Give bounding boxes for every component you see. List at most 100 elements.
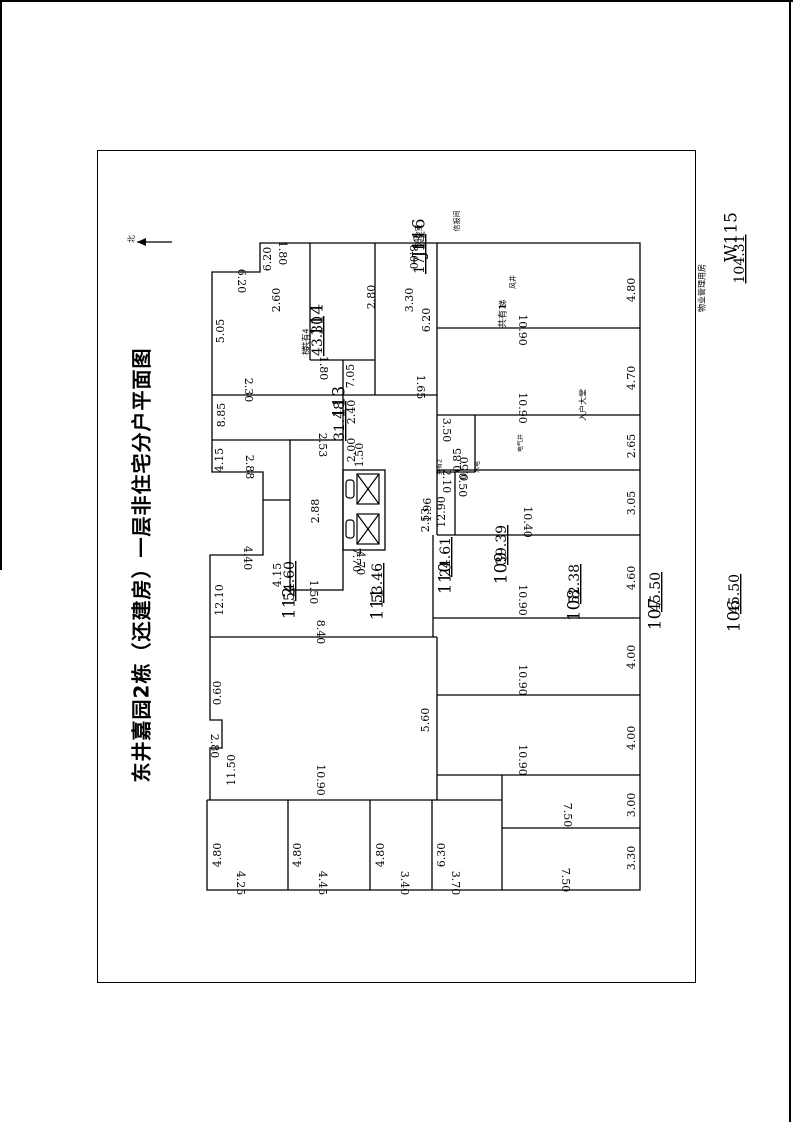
page-edge-top (0, 0, 793, 2)
dimension-label: 0.50 (458, 457, 471, 482)
drawing-frame (97, 150, 696, 983)
room-label-shared4: 共有4 (301, 328, 311, 349)
elevator-b (356, 513, 380, 545)
dimension-label: 3.40 (398, 871, 411, 896)
unit-area-106: 45.50 (727, 574, 743, 614)
room-label-fire-room: 消控室 (414, 225, 423, 246)
room-label-shared2: 共有2 (436, 459, 444, 475)
dimension-label: 2.40 (345, 400, 358, 425)
dimension-label: 2.10 (440, 469, 453, 494)
dimension-label: 8.40 (314, 620, 327, 645)
dimension-label: 2.88 (309, 499, 322, 524)
dimension-label: 3.30 (625, 846, 638, 871)
dimension-label: 3.50 (440, 418, 453, 443)
dimension-label: 0.60 (211, 681, 224, 706)
unit-number-111: 111 (368, 588, 388, 620)
dimension-label: 5.60 (419, 708, 432, 733)
dimension-label: 5.05 (214, 319, 227, 344)
dimension-label: 2.88 (243, 455, 256, 480)
unit-area-108: 52.38 (567, 564, 583, 604)
unit-number-113: 113 (330, 386, 350, 418)
dimension-label: 4.70 (354, 551, 367, 576)
room-label-mailbox: 信报间 (452, 211, 461, 232)
dimension-label: 7.05 (344, 364, 357, 389)
unit-area-111: 53.46 (370, 563, 386, 603)
dimension-label: 1.50 (353, 443, 366, 468)
unit-number-108: 108 (565, 589, 585, 621)
dimension-label: 4.80 (625, 278, 638, 303)
dimension-label: 3.00 (625, 793, 638, 818)
dimension-label: 7.50 (559, 868, 572, 893)
room-label-vent: 风井 (508, 275, 517, 289)
dimension-label: 2.30 (242, 378, 255, 403)
unit-area-110: 24.61 (438, 537, 454, 577)
dimension-label: 10.90 (516, 584, 529, 616)
dimension-label: 2.65 (625, 434, 638, 459)
unit-area-J116: 17.13 (412, 234, 428, 274)
dimension-label: 4.00 (625, 645, 638, 670)
dimension-label: 10.90 (516, 744, 529, 776)
dimension-label: 1.50 (307, 580, 320, 605)
dimension-label: 6.20 (261, 247, 274, 272)
dimension-label: 4.15 (213, 448, 226, 473)
room-label-property-mgmt: 物业管理用房 (697, 264, 707, 312)
dimension-label: 4.40 (241, 546, 254, 571)
unit-area-107: 45.50 (648, 572, 664, 612)
dimension-label: 0.50 (456, 473, 469, 498)
page-edge-right (789, 0, 791, 1122)
dimension-label: 4.00 (625, 726, 638, 751)
unit-area-109: 39.39 (494, 525, 510, 565)
dimension-label: 3.05 (625, 491, 638, 516)
dimension-label: 4.25 (234, 871, 247, 896)
unit-area-113: 31.48 (332, 401, 348, 441)
dimension-label: 4.15 (271, 563, 284, 588)
dimension-label: 4.80 (374, 843, 387, 868)
dimension-label: 8.00 (407, 245, 420, 270)
room-label-water-elec: 水电 (474, 461, 482, 473)
dimension-label: 7.50 (561, 803, 574, 828)
room-label-shared1: 共有1 (497, 304, 509, 328)
room-label-stair-4: 梯 (301, 347, 311, 355)
unit-area-W115: 104.31 (732, 235, 748, 284)
elevators (345, 473, 380, 545)
unit-area-114: 43.30 (310, 316, 326, 356)
dimension-label: 3.30 (403, 288, 416, 313)
unit-number-114: 114 (308, 304, 328, 336)
dimension-label: 1.65 (414, 375, 427, 400)
dimension-label: 2.80 (365, 285, 378, 310)
dimension-label: 4.45 (316, 871, 329, 896)
page-edge-left (0, 0, 2, 570)
dimension-label: 2.53 (316, 433, 329, 458)
dimension-label: 2.60 (270, 288, 283, 313)
plan-labels: 10121.2910222.2910317.0310424.7910522.54… (208, 211, 748, 896)
north-arrow-label: 北 (127, 235, 136, 243)
dimension-label: 1.80 (276, 241, 289, 266)
unit-number-106: 106 (725, 600, 745, 632)
dimension-label: 2.53 (419, 508, 432, 533)
dimension-label: 10.40 (521, 506, 534, 538)
dimension-label: 2.00 (345, 438, 358, 463)
dimension-label: 4.70 (625, 366, 638, 391)
dimension-label: 1.80 (317, 356, 330, 381)
north-arrow: 北 (127, 235, 172, 246)
dimension-label: 10.90 (516, 392, 529, 424)
dimension-label: 4.60 (625, 566, 638, 591)
unit-area-112: 54.60 (282, 561, 298, 601)
dimension-label: 3.70 (449, 871, 462, 896)
unit-number-J116: J116 (410, 218, 430, 259)
unit-number-107: 107 (646, 598, 666, 630)
dimension-label: 8.85 (215, 403, 228, 428)
room-label-entrance-hall: 入户大堂 (578, 389, 588, 421)
wall-lines (206, 242, 641, 891)
dimension-label: 10.90 (314, 764, 327, 796)
unit-number-109: 109 (492, 552, 512, 584)
dimension-label: 6.30 (435, 843, 448, 868)
dimension-label: 6.20 (235, 269, 248, 294)
elevator-a (356, 473, 380, 505)
dimension-label: 6.20 (420, 308, 433, 333)
dimension-label: 4.80 (291, 843, 304, 868)
room-label-stair-core: 梯 (498, 300, 508, 308)
dimension-label: 0.85 (451, 448, 464, 473)
dimension-label: 2.80 (208, 734, 221, 759)
